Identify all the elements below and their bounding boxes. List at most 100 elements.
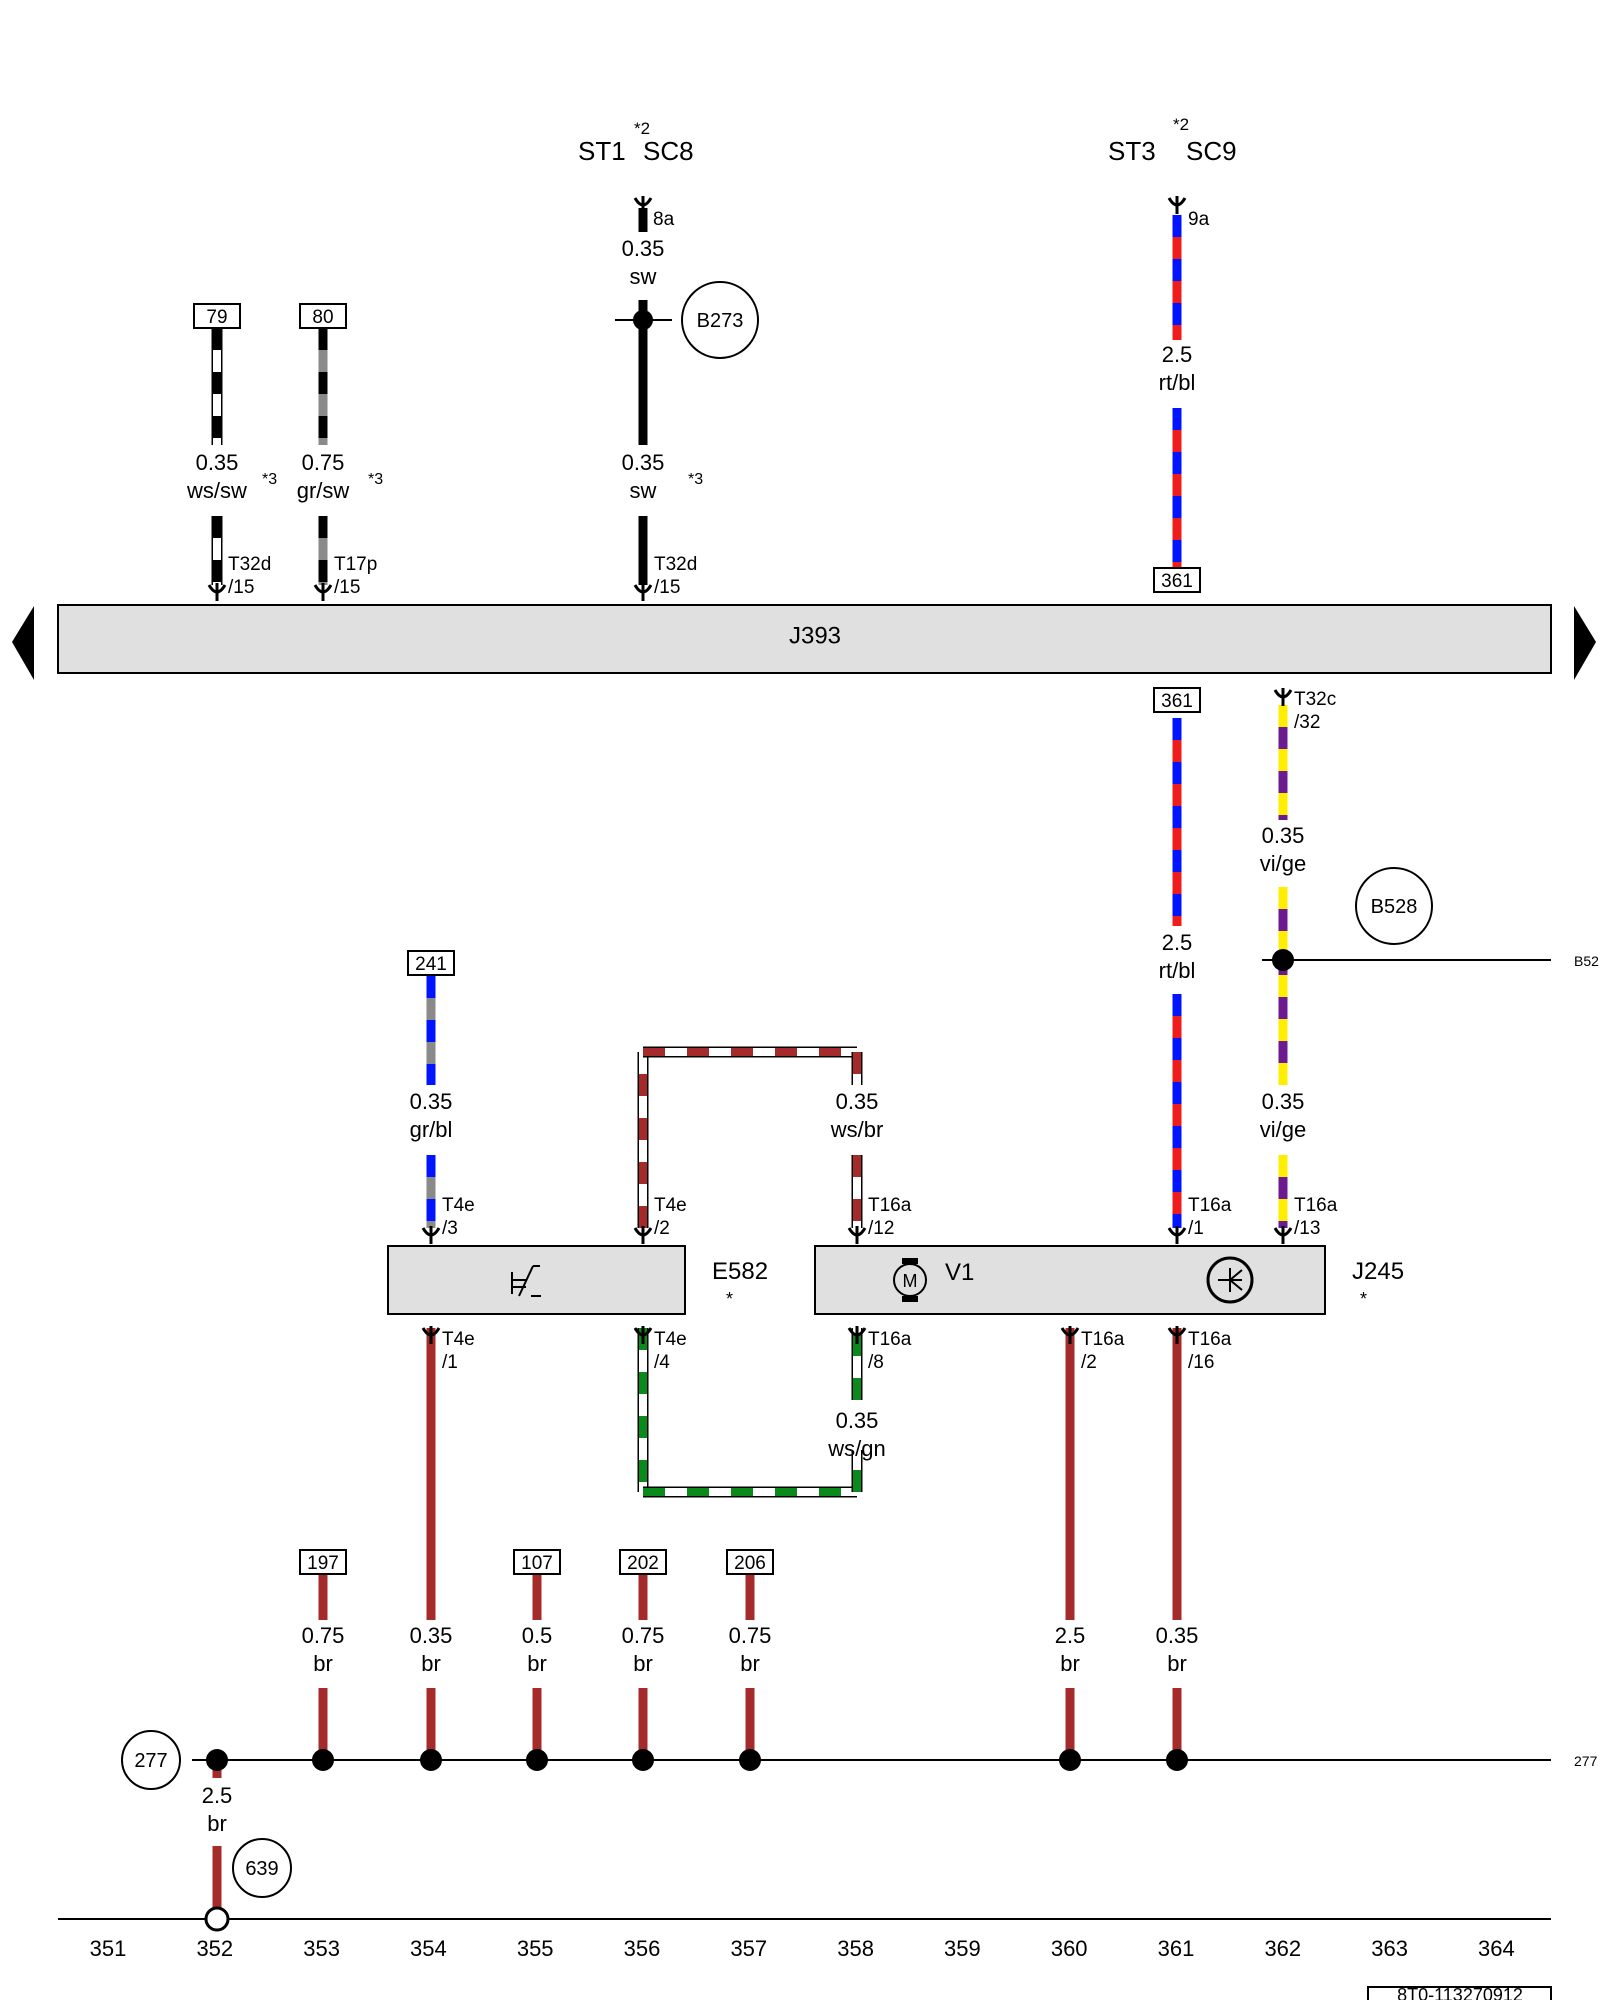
terminal-symbol xyxy=(1167,1326,1187,1344)
svg-text:/2: /2 xyxy=(654,1218,670,1239)
junction-dot xyxy=(206,1749,228,1771)
svg-text:vi/ge: vi/ge xyxy=(1260,851,1306,876)
connector-label: T32d/15 xyxy=(654,554,697,598)
circle-ref-277[interactable]: 277 xyxy=(121,1730,181,1790)
ground-point xyxy=(204,1906,230,1932)
j393-label: J393 xyxy=(789,622,841,649)
ref-box-label: 107 xyxy=(521,1553,553,1574)
svg-text:T17p: T17p xyxy=(334,554,377,575)
svg-text:277: 277 xyxy=(134,1750,167,1772)
ref-box[interactable]: 197 xyxy=(299,1549,347,1575)
svg-text:0.35: 0.35 xyxy=(410,1623,453,1648)
fuse-note: *2 xyxy=(634,119,650,138)
ref-box[interactable]: 79 xyxy=(193,303,241,329)
v1-label: V1 xyxy=(945,1259,974,1286)
svg-text:br: br xyxy=(313,1651,333,1676)
svg-text:/1: /1 xyxy=(442,1352,458,1373)
terminal-symbol xyxy=(1167,1226,1187,1244)
svg-text:0.75: 0.75 xyxy=(622,1623,665,1648)
svg-text:0.75: 0.75 xyxy=(302,450,345,475)
svg-text:B273: B273 xyxy=(697,310,744,332)
ref-box[interactable]: 206 xyxy=(726,1549,774,1575)
junction-dot xyxy=(633,310,653,330)
ref-box[interactable]: 241 xyxy=(407,950,455,976)
v1-j245-component: M V1 J245 * xyxy=(814,1245,1404,1315)
svg-text:T16a: T16a xyxy=(1081,1329,1125,1350)
svg-text:0.35: 0.35 xyxy=(836,1408,879,1433)
terminal-symbol xyxy=(633,1226,653,1244)
wire-label: 2.5rt/bl xyxy=(1159,342,1196,395)
connector-label: T4e/2 xyxy=(654,1195,687,1239)
svg-text:/12: /12 xyxy=(868,1218,894,1239)
svg-text:ws/sw: ws/sw xyxy=(186,478,247,503)
document-id: 8T0-113270912 xyxy=(1367,1985,1552,2000)
terminal-symbol xyxy=(313,583,333,601)
ref-box[interactable]: 361 xyxy=(1153,687,1201,713)
svg-text:M: M xyxy=(903,1271,918,1291)
circle-ref-b273[interactable]: B273 xyxy=(681,281,759,359)
scroll-right-icon[interactable] xyxy=(1574,606,1596,680)
ref-box[interactable]: 202 xyxy=(619,1549,667,1575)
grid-number: 358 xyxy=(837,1936,874,1961)
ref-box[interactable]: 107 xyxy=(513,1549,561,1575)
svg-text:T32d: T32d xyxy=(654,554,697,575)
ref-box-label: 241 xyxy=(415,954,447,975)
svg-text:ws/br: ws/br xyxy=(830,1117,884,1142)
connector-label: T4e/1 xyxy=(442,1329,475,1373)
circle-ref-b528[interactable]: B528 xyxy=(1355,867,1433,945)
svg-text:br: br xyxy=(740,1651,760,1676)
svg-text:0.35: 0.35 xyxy=(622,450,665,475)
terminal-symbol xyxy=(1167,196,1187,214)
svg-text:T4e: T4e xyxy=(442,1329,475,1350)
svg-text:br: br xyxy=(1060,1651,1080,1676)
junction-dot xyxy=(632,1749,654,1771)
ref-box-label: 361 xyxy=(1161,571,1193,592)
connector-label: T16a/1 xyxy=(1188,1195,1232,1239)
ref-box[interactable]: 361 xyxy=(1153,567,1201,593)
svg-text:ws/gn: ws/gn xyxy=(827,1436,885,1461)
svg-text:T4e: T4e xyxy=(442,1195,475,1216)
svg-text:br: br xyxy=(1167,1651,1187,1676)
connector-label: T4e/3 xyxy=(442,1195,475,1239)
grid-number: 363 xyxy=(1371,1936,1408,1961)
ref-box-label: 80 xyxy=(312,307,333,328)
connector-label: T16a/16 xyxy=(1188,1329,1232,1373)
wire-label: 2.5rt/bl xyxy=(1159,930,1196,983)
svg-text:2.5: 2.5 xyxy=(1162,342,1193,367)
ref-box[interactable]: 80 xyxy=(299,303,347,329)
grid-number: 360 xyxy=(1051,1936,1088,1961)
scroll-left-icon[interactable] xyxy=(12,606,34,680)
svg-text:/32: /32 xyxy=(1294,712,1320,733)
svg-text:0.35: 0.35 xyxy=(1262,1089,1305,1114)
connector-label: T16a/8 xyxy=(868,1329,912,1373)
svg-text:T16a: T16a xyxy=(868,1195,912,1216)
svg-text:639: 639 xyxy=(245,1858,278,1880)
terminal-symbol-group xyxy=(207,196,1293,1344)
svg-text:0.75: 0.75 xyxy=(729,1623,772,1648)
e582-note: * xyxy=(726,1289,733,1309)
wire-label: 2.5br xyxy=(202,1783,233,1836)
svg-text:sw: sw xyxy=(630,478,657,503)
svg-text:/4: /4 xyxy=(654,1352,670,1373)
connector-label: T32d/15 xyxy=(228,554,271,598)
svg-text:0.5: 0.5 xyxy=(522,1623,553,1648)
circle-ref-639[interactable]: 639 xyxy=(232,1838,292,1898)
junction-dot xyxy=(1166,1749,1188,1771)
svg-text:0.35: 0.35 xyxy=(836,1089,879,1114)
junction-dot xyxy=(1272,949,1294,971)
svg-text:gr/sw: gr/sw xyxy=(297,478,350,503)
wire-br-group xyxy=(212,1328,1182,1912)
terminal-symbol xyxy=(847,1226,867,1244)
svg-text:/13: /13 xyxy=(1294,1218,1320,1239)
fuse-st1-sc8: ST1 *2 SC8 xyxy=(578,119,694,166)
svg-text:br: br xyxy=(527,1651,547,1676)
wire-label: 0.35 ws/gn xyxy=(827,1408,885,1461)
fuse-st3-sc9: ST3 *2 SC9 xyxy=(1108,115,1237,166)
fuse-st-label: ST3 xyxy=(1108,136,1156,166)
grid-number: 351 xyxy=(90,1936,127,1961)
